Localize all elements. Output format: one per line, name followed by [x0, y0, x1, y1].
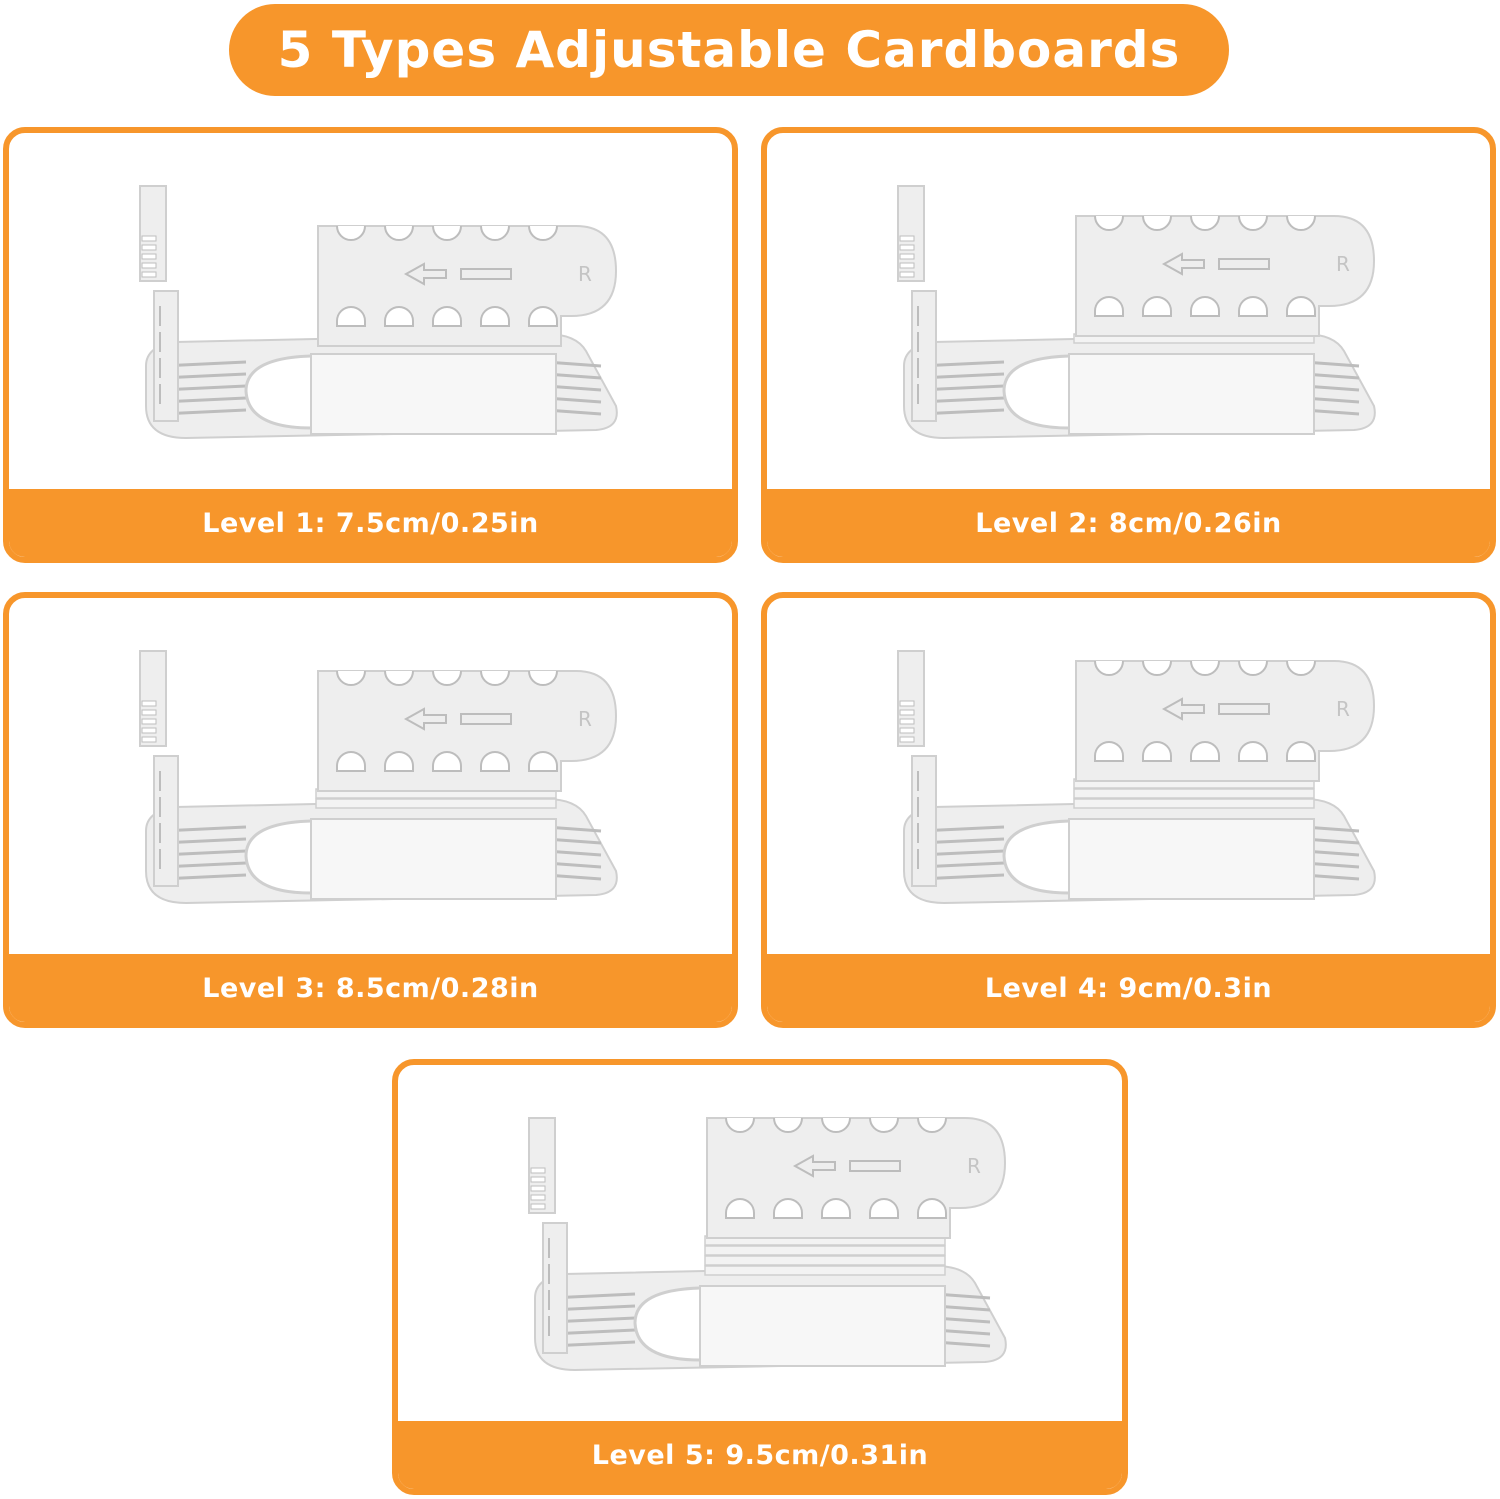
cardboard-illustration: R — [138, 185, 618, 440]
level-card-2: R Level 2: 8cm/0.26in — [761, 127, 1496, 563]
level-caption: Level 3: 8.5cm/0.28in — [9, 954, 732, 1022]
level-card-1: R Level 1: 7.5cm/0.25in — [3, 127, 738, 563]
side-mark-text: R — [578, 262, 592, 286]
side-mark-text: R — [1336, 697, 1350, 721]
product-image: R — [9, 598, 732, 954]
level-card-4: R Level 4: 9cm/0.3in — [761, 592, 1496, 1028]
level-caption: Level 1: 7.5cm/0.25in — [9, 489, 732, 557]
level-caption: Level 2: 8cm/0.26in — [767, 489, 1490, 557]
level-caption: Level 5: 9.5cm/0.31in — [398, 1421, 1122, 1489]
cardboard-illustration: R — [896, 650, 1376, 905]
side-mark-text: R — [967, 1154, 981, 1178]
page-title: 5 Types Adjustable Cardboards — [277, 21, 1181, 79]
title-banner: 5 Types Adjustable Cardboards — [229, 4, 1229, 96]
level-caption: Level 4: 9cm/0.3in — [767, 954, 1490, 1022]
product-image: R — [767, 133, 1490, 489]
level-card-5: R Level 5: 9.5cm/0.31in — [392, 1059, 1128, 1495]
side-mark-text: R — [1336, 252, 1350, 276]
cardboard-illustration: R — [528, 1117, 1007, 1372]
product-image: R — [398, 1065, 1122, 1421]
cardboard-illustration: R — [138, 650, 618, 905]
product-image: R — [767, 598, 1490, 954]
level-card-3: R Level 3: 8.5cm/0.28in — [3, 592, 738, 1028]
product-image: R — [9, 133, 732, 489]
side-mark-text: R — [578, 707, 592, 731]
cardboard-illustration: R — [896, 185, 1376, 440]
